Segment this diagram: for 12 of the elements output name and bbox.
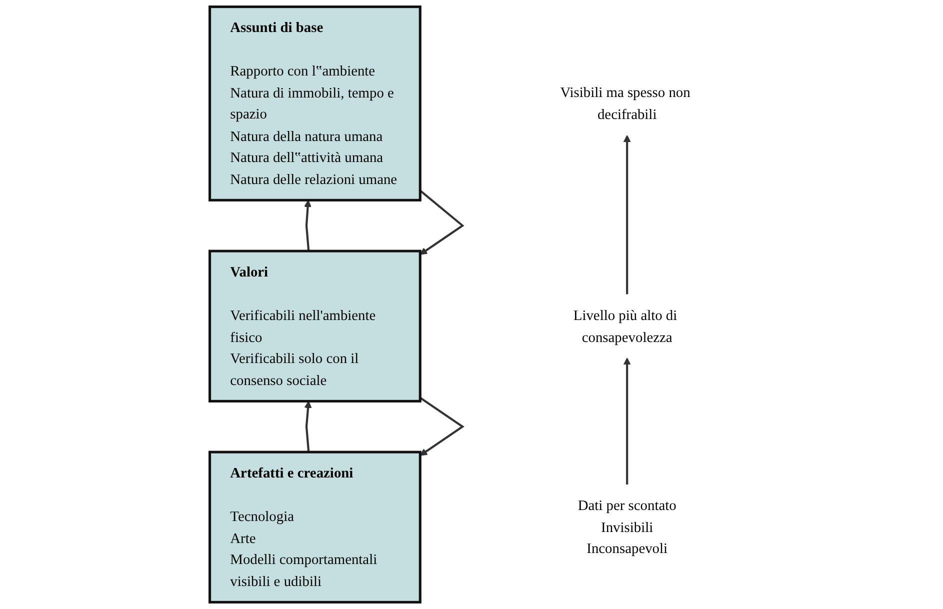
arrow (420, 396, 465, 456)
arrow (624, 134, 632, 294)
arrow (420, 190, 465, 255)
arrow (304, 200, 312, 252)
node-text: Dati per scontato Invisibili Inconsapevoli (578, 497, 677, 557)
node-box: Artefatti e creazioni Tecnologia Arte Modelli comportamentali visibili e udibili (208, 450, 422, 604)
node-text: Visibili ma spesso non decifrabili (560, 84, 691, 122)
node-box: Valori Verificabili nell'ambiente fisico Verificabili solo con il consenso sociale (208, 250, 422, 402)
node-box: Assunti di base Rapporto con l‟ambiente Natura di immobili, tempo e spazio Natura della natura umana Natura dell‟attività umana Natura delle relazioni umane (208, 6, 422, 202)
node-text: Livello più alto di consapevolezza (574, 307, 678, 345)
arrow (304, 400, 312, 452)
arrow (624, 358, 632, 485)
